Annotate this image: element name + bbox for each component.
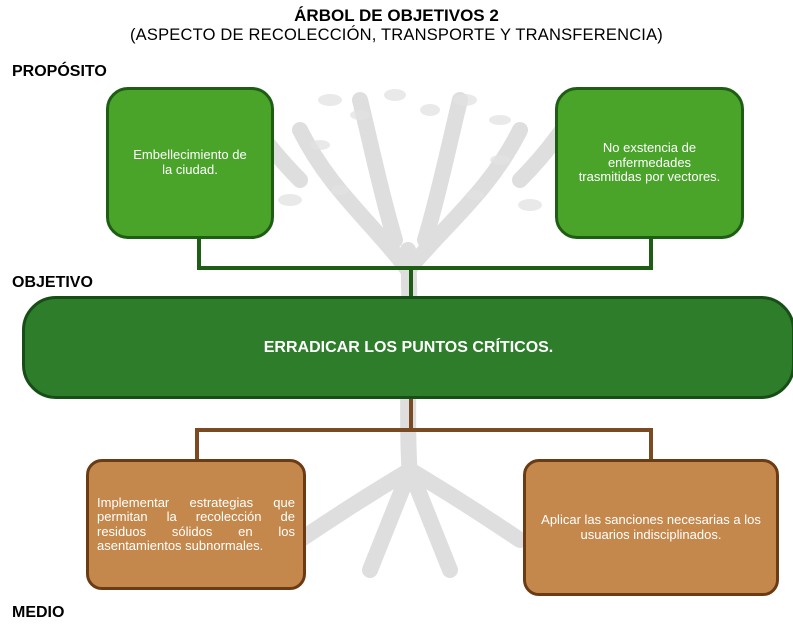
purpose-text: No exstencia de enfermedades trasmitidas…: [578, 139, 721, 185]
purpose-box-disease: No exstencia de enfermedades trasmitidas…: [555, 87, 744, 239]
bottom-connector: [195, 399, 653, 459]
section-label-medio: MEDIO: [12, 604, 65, 621]
means-box-sanctions: Aplicar las sanciones necesarias a los u…: [523, 459, 779, 596]
page-subtitle: (ASPECTO DE RECOLECCIÓN, TRANSPORTE Y TR…: [129, 26, 663, 44]
means-box-strategies: Implementar estrategias que permitan la …: [86, 459, 306, 590]
page-title: ÁRBOL DE OBJETIVOS 2: [294, 6, 499, 25]
objective-text: ERRADICAR LOS PUNTOS CRÍTICOS.: [263, 338, 554, 356]
means-text: Implementar estrategias que permitan la …: [97, 494, 295, 553]
top-connector: [197, 239, 653, 296]
purpose-box-beautification: Embellecimiento de la ciudad.: [106, 87, 274, 239]
purpose-text: Embellecimiento de la ciudad.: [133, 147, 247, 177]
section-label-objetivo: OBJETIVO: [12, 274, 93, 291]
section-label-proposito: PROPÓSITO: [12, 63, 107, 80]
means-text: Aplicar las sanciones necesarias a los u…: [541, 512, 761, 542]
objective-box: ERRADICAR LOS PUNTOS CRÍTICOS.: [22, 296, 793, 399]
